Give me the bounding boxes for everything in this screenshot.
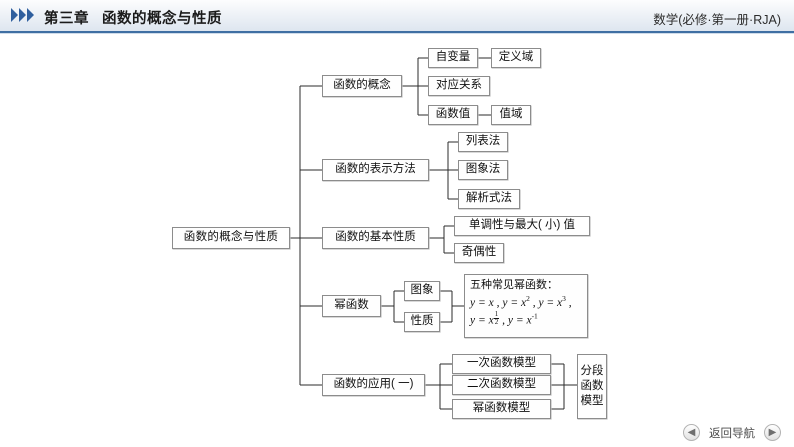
node-power-model[interactable]: 幂函数模型 (452, 399, 551, 419)
formula-title: 五种常见幂函数： (470, 279, 558, 291)
slide-header: 第三章函数的概念与性质 数学(必修·第一册·RJA) (0, 0, 794, 32)
node-graph-method[interactable]: 图象法 (458, 160, 508, 180)
formula-line-2: y = x , y = x2 , y = x3 , (470, 293, 572, 309)
node-power-function-formulas[interactable]: 五种常见幂函数： y = x , y = x2 , y = x3 , y = x… (464, 274, 588, 338)
node-parity[interactable]: 奇偶性 (454, 243, 504, 263)
chapter-title: 函数的概念与性质 (102, 11, 222, 27)
node-range[interactable]: 值域 (491, 105, 531, 125)
chapter-label: 第三章 (44, 11, 89, 27)
node-domain[interactable]: 定义域 (491, 48, 541, 68)
node-function-value[interactable]: 函数值 (428, 105, 478, 125)
node-correspondence[interactable]: 对应关系 (428, 76, 490, 96)
node-power-graph[interactable]: 图象 (404, 281, 440, 301)
node-monotonicity-extrema[interactable]: 单调性与最大( 小) 值 (454, 216, 590, 236)
textbook-label: 数学(必修·第一册·RJA) (653, 13, 781, 27)
header-divider-light (0, 33, 794, 34)
header-divider (0, 31, 794, 33)
node-function-application[interactable]: 函数的应用( 一) (322, 374, 425, 396)
node-power-function[interactable]: 幂函数 (322, 295, 381, 317)
node-root[interactable]: 函数的概念与性质 (172, 227, 290, 249)
arrow-right-icon[interactable]: ▶ (764, 424, 781, 441)
node-power-properties[interactable]: 性质 (404, 312, 440, 332)
node-linear-model[interactable]: 一次函数模型 (452, 354, 551, 374)
node-piecewise-model[interactable]: 分段 函数 模型 (577, 354, 607, 419)
concept-map: 函数的概念与性质 函数的概念 自变量 定义域 对应关系 函数值 值域 函数的表示… (0, 34, 794, 419)
node-analytic-method[interactable]: 解析式法 (458, 189, 520, 209)
chevron-right-icon (11, 8, 34, 22)
node-representation-methods[interactable]: 函数的表示方法 (322, 159, 429, 181)
footer-navigation: ◀ 返回导航 ▶ (683, 424, 781, 441)
node-table-method[interactable]: 列表法 (458, 132, 508, 152)
node-quadratic-model[interactable]: 二次函数模型 (452, 375, 551, 395)
node-basic-properties[interactable]: 函数的基本性质 (322, 227, 429, 249)
node-function-concept[interactable]: 函数的概念 (322, 75, 402, 97)
node-independent-variable[interactable]: 自变量 (428, 48, 478, 68)
arrow-left-icon[interactable]: ◀ (683, 424, 700, 441)
page-title: 第三章函数的概念与性质 (44, 7, 222, 28)
return-nav-label[interactable]: 返回导航 (709, 427, 755, 440)
